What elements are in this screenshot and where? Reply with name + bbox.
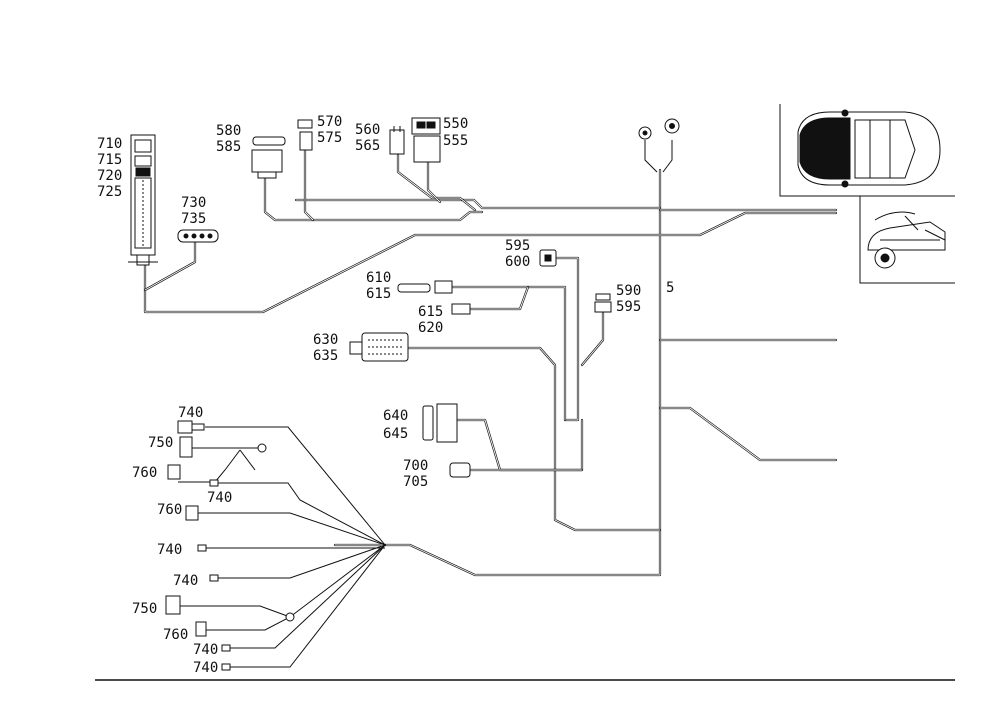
callout-590: 590 [616,283,641,299]
callout-575: 575 [317,130,342,146]
connector-630-635 [349,332,409,362]
connector-615-620 [451,303,471,315]
connector-570-575 [297,119,313,151]
callout-615-top: 615 [366,286,391,302]
callout-740-4: 740 [173,573,198,589]
callout-600: 600 [505,254,530,270]
fan-connectors [165,420,295,671]
callout-725: 725 [97,184,122,200]
callout-705: 705 [403,474,428,490]
callout-760-1: 760 [132,465,157,481]
callout-labels: 710 715 720 725 730 735 580 585 570 575 … [97,114,674,676]
connector-595-600 [539,249,557,267]
connector-700-705 [449,462,471,478]
callout-585: 585 [216,139,241,155]
connector-550-555 [411,117,441,163]
callout-720: 720 [97,168,122,184]
car-top-view-icon [797,109,941,188]
callout-645: 645 [383,426,408,442]
callout-555: 555 [443,133,468,149]
callout-635: 635 [313,348,338,364]
callout-570: 570 [317,114,342,130]
callout-760-3: 760 [163,627,188,643]
callout-700: 700 [403,458,428,474]
callout-640: 640 [383,408,408,424]
connector-580-585 [251,136,286,179]
callout-595-top: 595 [505,238,530,254]
callout-710: 710 [97,136,122,152]
callout-620: 620 [418,320,443,336]
callout-740-3: 740 [157,542,182,558]
connector-610-615 [397,280,453,294]
callout-610: 610 [366,270,391,286]
car-top-view-inset [779,104,955,197]
car-side-view-inset [859,195,955,284]
callout-740-6: 740 [193,660,218,676]
callout-595-bottom: 595 [616,299,641,315]
callout-560: 560 [355,122,380,138]
connector-560-565 [389,126,405,155]
callout-750-1: 750 [148,435,173,451]
harness-wires [143,140,838,668]
callout-735: 735 [181,211,206,227]
callout-565: 565 [355,138,380,154]
callout-580: 580 [216,123,241,139]
connector-710-725 [128,134,158,266]
connector-730-735 [177,229,219,243]
car-convertible-icon [867,211,946,269]
sensor-pair-top [638,118,680,140]
callout-740-2: 740 [207,490,232,506]
callout-750-2: 750 [132,601,157,617]
callout-740-5: 740 [193,642,218,658]
callout-630: 630 [313,332,338,348]
callout-615-bottom: 615 [418,304,443,320]
callout-730: 730 [181,195,206,211]
callout-760-2: 760 [157,502,182,518]
connector-590-595 [594,293,612,313]
callout-715: 715 [97,152,122,168]
callout-5: 5 [666,280,674,296]
callout-740-1: 740 [178,405,203,421]
callout-550: 550 [443,116,468,132]
connector-640-645 [422,403,458,443]
